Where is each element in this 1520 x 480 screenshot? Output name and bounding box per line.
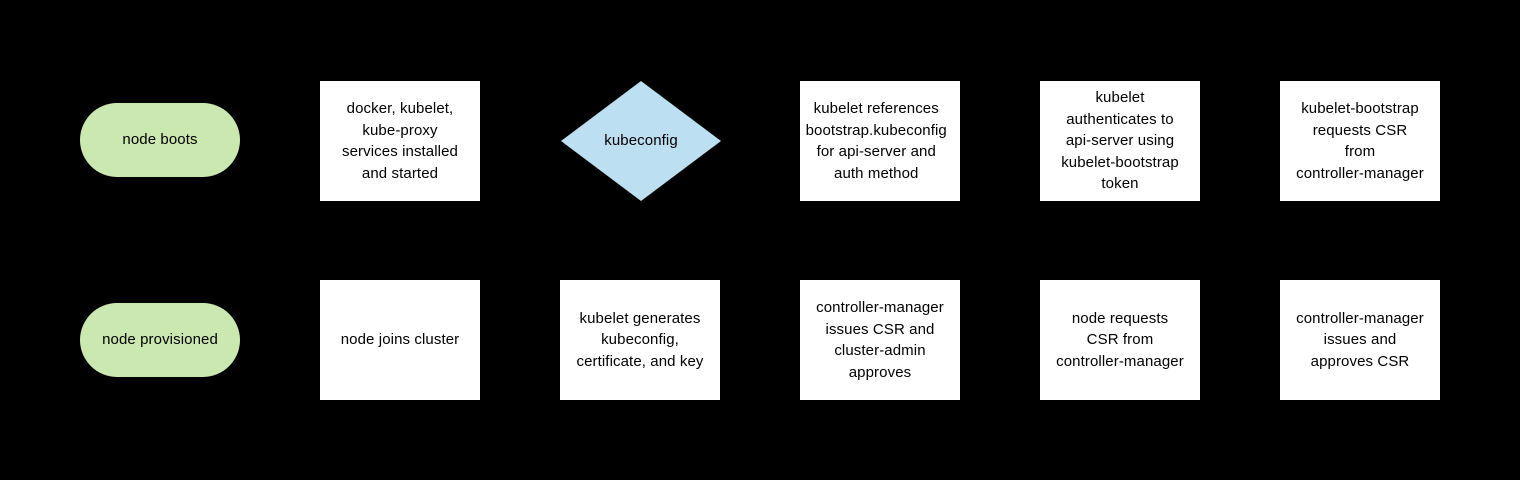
flow-node-label: docker, kubelet, kube-proxy services ins… xyxy=(341,100,458,182)
flow-node-label: kubelet generates kubeconfig, certificat… xyxy=(576,309,704,370)
flow-node-node-requests-csr[interactable]: node requests CSR from controller-manage… xyxy=(1040,280,1200,400)
flow-node-label: controller-manager issues and approves C… xyxy=(1296,309,1424,370)
flow-node-kubelet-bootstrap-requests-csr[interactable]: kubelet-bootstrap requests CSR from cont… xyxy=(1280,81,1440,201)
flow-node-label: kubelet references bootstrap.kubeconfig … xyxy=(805,100,947,182)
flow-node-label: kubelet authenticates to api-server usin… xyxy=(1061,89,1179,193)
flow-node-label: node requests CSR from controller-manage… xyxy=(1056,309,1184,370)
flow-node-services-installed[interactable]: docker, kubelet, kube-proxy services ins… xyxy=(320,81,480,201)
flow-node-controller-manager-issues-approves[interactable]: controller-manager issues and approves C… xyxy=(1280,280,1440,400)
flow-node-label: node boots xyxy=(122,131,198,149)
flow-node-label: kubeconfig xyxy=(604,132,678,150)
flow-node-node-provisioned[interactable]: node provisioned xyxy=(80,303,240,377)
flow-node-node-joins-cluster[interactable]: node joins cluster xyxy=(320,280,480,400)
flow-node-kubelet-references-bootstrap[interactable]: kubelet references bootstrap.kubeconfig … xyxy=(800,81,960,201)
flow-node-kubelet-authenticates[interactable]: kubelet authenticates to api-server usin… xyxy=(1040,81,1200,201)
flow-node-node-boots[interactable]: node boots xyxy=(80,103,240,177)
flow-node-label: node joins cluster xyxy=(340,331,460,349)
flow-node-label: node provisioned xyxy=(102,331,218,349)
flow-node-kubeconfig-decision[interactable]: kubeconfig xyxy=(561,81,721,201)
flow-node-controller-manager-issues-csr[interactable]: controller-manager issues CSR and cluste… xyxy=(800,280,960,400)
flow-node-label: kubelet-bootstrap requests CSR from cont… xyxy=(1296,100,1424,182)
flow-node-kubelet-generates-kubeconfig[interactable]: kubelet generates kubeconfig, certificat… xyxy=(560,280,720,400)
flow-node-label: controller-manager issues CSR and cluste… xyxy=(816,299,944,381)
